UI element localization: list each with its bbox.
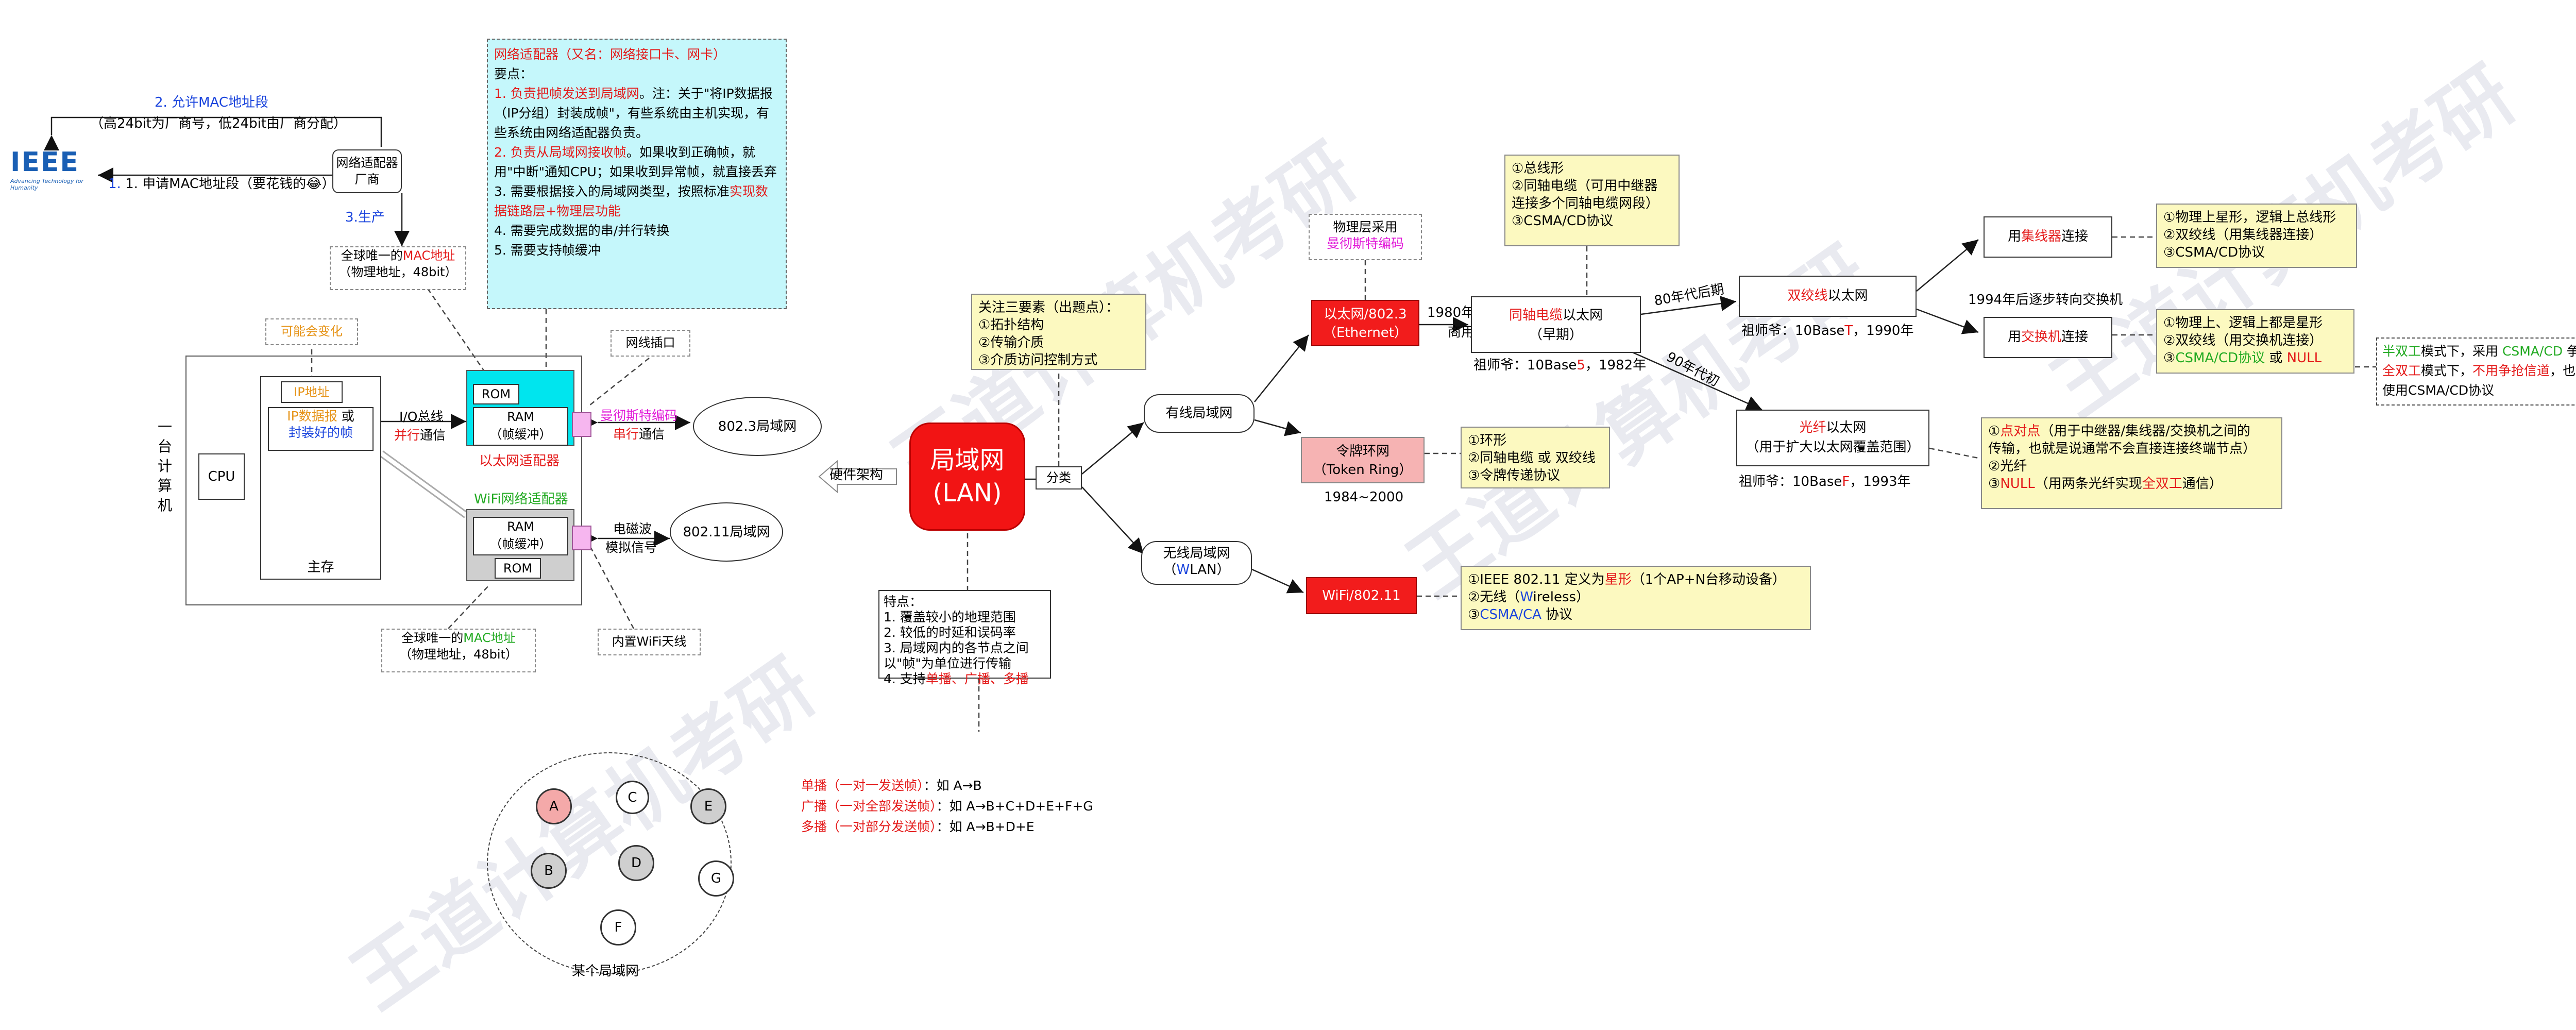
three-elements-note: 关注三要素（出题点）： ①拓扑结构 ②传输介质 ③介质访问控制方式 <box>971 294 1146 370</box>
connector-lines <box>44 116 2376 732</box>
eth-port-connector <box>572 412 591 437</box>
node-d[interactable]: D <box>618 845 654 881</box>
hub-node[interactable]: 用集线器连接 <box>1984 216 2112 258</box>
wireless-lan-node[interactable]: 无线局域网 （WLAN） <box>1141 541 1252 585</box>
features-box: 特点： 1. 覆盖较小的地理范围 2. 较低的时延和误码率 3. 局域网内的各节… <box>878 590 1051 686</box>
phys-layer-note: 物理层采用 曼彻斯特编码 <box>1309 214 1422 260</box>
shift-1994-label: 1994年后逐步转向交换机 <box>1968 292 2123 308</box>
coax-note: ①总线形 ②同轴电缆（可用中继器 连接多个同轴电缆网段） ③CSMA/CD协议 <box>1504 155 1680 246</box>
ethernet-node[interactable]: 以太网/802.3 （Ethernet） <box>1311 300 1419 346</box>
some-lan-label: 某个局域网 <box>572 964 639 979</box>
computer-frame <box>185 356 582 605</box>
wifi-ram: RAM （帧缓冲） <box>473 517 568 555</box>
node-g[interactable]: G <box>698 860 734 897</box>
mac-eth-note: 全球唯一的MAC地址 （物理地址，48bit） <box>330 246 466 290</box>
twisted-ancestor: 祖师爷：10BaseT，1990年 <box>1741 323 1914 339</box>
mac-allow-title: 2. 允许MAC地址段 <box>155 95 268 110</box>
analog-signal-label: 模拟信号 <box>605 540 657 555</box>
vendor-node[interactable]: 网络适配器厂商 <box>332 149 402 193</box>
parallel-label: 并行通信 <box>394 428 446 443</box>
manchester-label: 曼彻斯特编码 <box>600 408 678 423</box>
node-e[interactable]: E <box>690 788 726 824</box>
fiber-ethernet-node[interactable]: 光纤以太网 （用于扩大以太网覆盖范围） <box>1736 410 1929 466</box>
node-f[interactable]: F <box>600 909 636 945</box>
twisted-ethernet-node[interactable]: 双绞线以太网 <box>1739 276 1917 317</box>
fiber-note: ①点对点（用于中继器/集线器/交换机之间的 传输，也就是说通常不会直接连接终端节… <box>1981 417 2282 509</box>
token-ring-years: 1984~2000 <box>1324 489 1404 505</box>
mac-allow-detail: （高24bit为厂商号，低24bit由厂商分配） <box>90 116 347 131</box>
adapter-note: 网络适配器（又名：网络接口卡、网卡） 要点： 1. 负责把帧发送到局域网。注：关… <box>487 39 787 309</box>
cast-broadcast: 广播（一对全部发送帧）：如 A→B+C+D+E+F+G <box>801 799 1093 814</box>
may-change-note: 可能会变化 <box>265 318 358 345</box>
cast-multicast: 多播（一对部分发送帧）：如 A→B+D+E <box>801 819 1035 834</box>
cast-unicast: 单播（一对一发送帧）：如 A→B <box>801 778 982 793</box>
eth-ram: RAM （帧缓冲） <box>473 407 568 446</box>
computer-side-label: 一台计算机 <box>157 418 172 514</box>
produce-label: 3.生产 <box>345 210 385 225</box>
token-ring-node[interactable]: 令牌环网 （Token Ring） <box>1301 437 1425 483</box>
token-ring-note: ①环形 ②同轴电缆 或 双绞线 ③令牌传递协议 <box>1461 427 1610 488</box>
some-lan-ellipse <box>487 752 732 974</box>
coax-ancestor: 祖师爷：10Base5，1982年 <box>1473 358 1647 373</box>
antenna-note: 内置WiFi天线 <box>598 629 701 655</box>
wifi-note: ①IEEE 802.11 定义为星形（1个AP+N台移动设备） ②无线（Wire… <box>1461 566 1811 630</box>
switch-node[interactable]: 用交换机连接 <box>1984 317 2112 358</box>
coax-ethernet-node[interactable]: 同轴电缆以太网 （早期） <box>1471 296 1641 353</box>
duplex-note: 半双工模式下，采用 CSMA/CD 争抢信道 全双工模式下，不用争抢信道，也就不… <box>2376 337 2576 406</box>
node-b[interactable]: B <box>531 853 567 889</box>
em-wave-label: 电磁波 <box>613 521 652 536</box>
cloud-8023: 802.3局域网 <box>693 397 822 456</box>
ip-address-box: IP地址 <box>281 381 343 403</box>
cpu-box[interactable]: CPU <box>198 453 245 500</box>
wifi-rom: ROM <box>495 558 541 579</box>
wifi-antenna-connector <box>572 526 591 550</box>
port-note: 网线插口 <box>611 330 690 357</box>
mindmap-canvas: 王道计算机考研 王道计算机考研 王道计算机考研 王道计算机考研 <box>10 39 2576 1026</box>
commercial-1980-b: 商用 <box>1448 325 1475 340</box>
fiber-ancestor: 祖师爷：10BaseF，1993年 <box>1739 474 1911 489</box>
io-bus-label: I/O总线 <box>399 409 444 424</box>
eth-rom: ROM <box>473 384 519 404</box>
classify-node[interactable]: 分类 <box>1036 466 1082 489</box>
mac-apply-label: 1. 1. 申请MAC地址段（要花钱的😂） <box>108 176 335 192</box>
serial-label: 串行通信 <box>613 427 665 442</box>
node-c[interactable]: C <box>616 781 649 814</box>
ieee-logo: IEEE Advancing Technology for Humanity <box>10 147 84 191</box>
switch-note: ①物理上、逻辑上都是星形 ②双绞线（用交换机连接） ③CSMA/CD协议 或 N… <box>2156 309 2354 374</box>
node-a[interactable]: A <box>536 788 572 824</box>
lan-center-node[interactable]: 局域网 (LAN) <box>909 423 1025 531</box>
hub-note: ①物理上星形，逻辑上总线形 ②双绞线（用集线器连接） ③CSMA/CD协议 <box>2156 204 2357 268</box>
cast-list: 单播（一对一发送帧）：如 A→B 广播（一对全部发送帧）：如 A→B+C+D+E… <box>801 775 1093 837</box>
mac-wifi-note: 全球唯一的MAC地址 （物理地址，48bit） <box>381 629 536 672</box>
memory-label: 主存 <box>307 560 334 575</box>
ip-datagram-box: IP数据报 或 封装好的帧 <box>268 407 374 451</box>
wifi-adapter-label: WiFi网络适配器 <box>474 492 568 507</box>
eth-adapter-label: 以太网适配器 <box>479 453 560 469</box>
wifi-node[interactable]: WiFi/802.11 <box>1306 577 1417 614</box>
hw-arch-label: 硬件架构 <box>829 467 884 483</box>
wired-lan-node[interactable]: 有线局域网 <box>1144 394 1255 433</box>
cloud-80211: 802.11局域网 <box>670 502 783 562</box>
